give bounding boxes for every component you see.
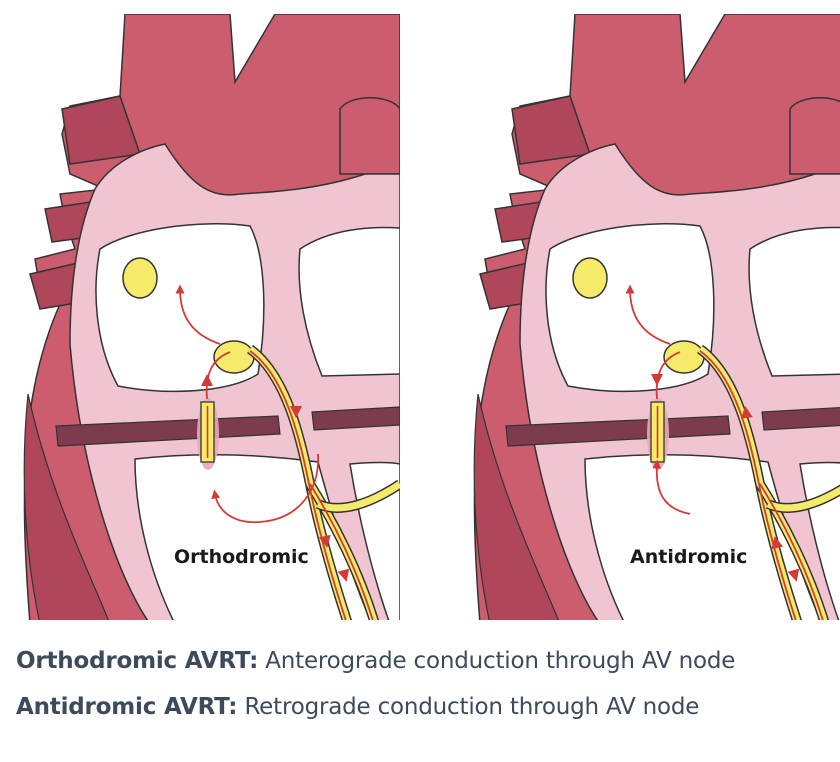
caption-term: Antidromic AVRT: <box>16 694 237 720</box>
orthodromic-diagram: Orthodromic <box>0 14 400 620</box>
caption-term: Orthodromic AVRT: <box>16 648 258 674</box>
caption-description: Anterograde conduction through AV node <box>265 648 735 674</box>
antidromic-diagram: Antidromic <box>450 14 840 620</box>
orthodromic-panel: Orthodromic <box>0 14 400 620</box>
caption-description: Retrograde conduction through AV node <box>244 694 699 720</box>
caption-orthodromic: Orthodromic AVRT: Anterograde conduction… <box>16 648 735 674</box>
antidromic-panel: Antidromic <box>450 14 840 620</box>
panel-label-orthodromic: Orthodromic <box>174 546 309 568</box>
panel-label-antidromic: Antidromic <box>630 546 747 568</box>
heart-illustration <box>24 14 400 620</box>
caption-antidromic: Antidromic AVRT: Retrograde conduction t… <box>16 694 699 720</box>
